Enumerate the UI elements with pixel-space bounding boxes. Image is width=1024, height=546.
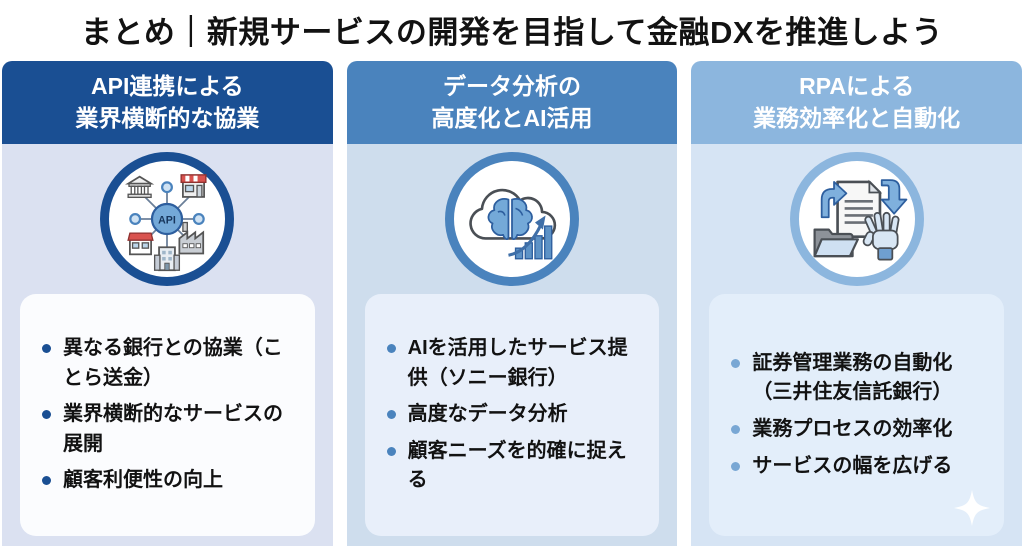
list-item: 異なる銀行との協業（ことら送金） — [37, 334, 298, 393]
brain-glyph — [487, 198, 533, 240]
list-item: 業界横断的なサービスの展開 — [37, 400, 298, 459]
store-glyph — [180, 174, 207, 198]
column-rpa-header: RPAによる 業務効率化と自動化 — [691, 61, 1023, 144]
column-ai-card: AIを活用したサービス提供（ソニー銀行） 高度なデータ分析 顧客ニーズを的確に捉… — [364, 294, 660, 536]
sparkle-icon — [954, 490, 991, 526]
list-item: 高度なデータ分析 — [382, 400, 643, 430]
list-item: 顧客ニーズを的確に捉える — [382, 437, 643, 496]
column-api-body: API 異なる銀行との協業（ことら送金） 業界横断的なサービスの展開 顧客利便性… — [2, 144, 333, 546]
factory-glyph — [178, 221, 205, 255]
growth-arrow-glyph — [508, 223, 543, 257]
column-api-title-line1: API連携による — [91, 73, 244, 100]
column-rpa-body: 証券管理業務の自動化（三井住友信託銀行） 業務プロセスの効率化 サービスの幅を広… — [691, 144, 1023, 546]
list-item: 証券管理業務の自動化（三井住友信託銀行） — [726, 349, 987, 408]
ai-brain-cloud-chart-icon-circle — [445, 152, 579, 286]
ai-brain-cloud-chart-icon — [469, 188, 557, 260]
rpa-document-robot-icon-circle — [789, 152, 924, 286]
column-api-header: API連携による 業界横断的な協業 — [2, 61, 333, 144]
page-title: まとめ｜新規サービスの開発を目指して金融DXを推進しよう — [80, 15, 944, 50]
list-item: 業務プロセスの効率化 — [726, 415, 987, 445]
column-api-card: 異なる銀行との協業（ことら送金） 業界横断的なサービスの展開 顧客利便性の向上 — [20, 294, 315, 536]
column-ai-header: データ分析の 高度化とAI活用 — [346, 61, 678, 144]
api-network-icon-circle: API — [100, 152, 235, 286]
columns-container: API連携による 業界横断的な協業 — [0, 61, 1024, 546]
arrow-down-icon — [880, 179, 908, 215]
list-item: サービスの幅を広げる — [726, 452, 987, 482]
shop-glyph — [127, 232, 155, 256]
column-rpa: RPAによる 業務効率化と自動化 — [691, 61, 1023, 546]
column-api-title-line2: 業界横断的な協業 — [75, 104, 260, 131]
list-item: 顧客利便性の向上 — [37, 466, 298, 496]
column-api: API連携による 業界横断的な協業 — [2, 61, 333, 546]
column-ai-title-line1: データ分析の — [443, 73, 581, 100]
column-ai: データ分析の 高度化とAI活用 — [346, 61, 678, 546]
api-hub-label: API — [158, 214, 176, 226]
column-rpa-title-line1: RPAによる — [799, 73, 915, 100]
column-ai-bullet-list: AIを活用したサービス提供（ソニー銀行） 高度なデータ分析 顧客ニーズを的確に捉… — [382, 327, 643, 503]
column-api-bullet-list: 異なる銀行との協業（ことら送金） 業界横断的なサービスの展開 顧客利便性の向上 — [37, 327, 298, 503]
arrow-up-icon — [820, 181, 847, 219]
column-rpa-title-line2: 業務効率化と自動化 — [753, 104, 961, 131]
office-glyph — [154, 246, 181, 272]
rpa-document-robot-icon — [813, 179, 908, 261]
robot-hand-glyph — [862, 211, 900, 261]
column-rpa-card: 証券管理業務の自動化（三井住友信託銀行） 業務プロセスの効率化 サービスの幅を広… — [709, 294, 1005, 536]
column-rpa-bullet-list: 証券管理業務の自動化（三井住友信託銀行） 業務プロセスの効率化 サービスの幅を広… — [726, 342, 987, 488]
api-network-icon: API — [125, 174, 207, 272]
list-item: AIを活用したサービス提供（ソニー銀行） — [382, 334, 643, 393]
folder-glyph — [813, 228, 859, 258]
column-ai-title-line2: 高度化とAI活用 — [431, 104, 593, 131]
column-ai-body: AIを活用したサービス提供（ソニー銀行） 高度なデータ分析 顧客ニーズを的確に捉… — [346, 144, 678, 546]
bank-glyph — [125, 175, 155, 199]
